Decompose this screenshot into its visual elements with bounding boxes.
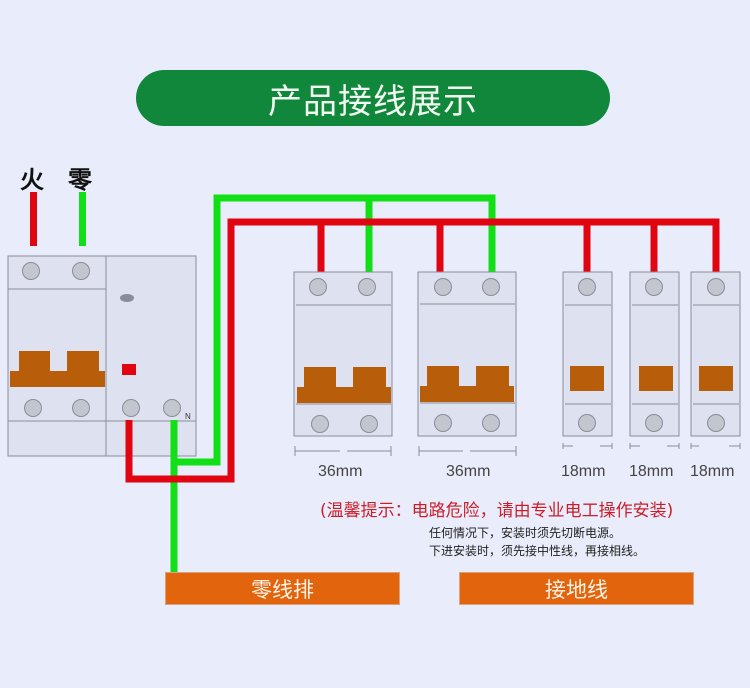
terminal: [22, 262, 40, 280]
terminal: [163, 399, 181, 417]
breaker-size-label: 36mm: [318, 463, 363, 480]
breaker-size-label: 18mm: [690, 463, 735, 480]
breaker-size-label: 18mm: [629, 463, 674, 480]
terminal: [72, 399, 90, 417]
terminal: [24, 399, 42, 417]
breaker-1p-3: [690, 271, 741, 449]
test-button-icon: [120, 294, 134, 302]
safety-note: 任何情况下，安装时须先切断电源。: [429, 526, 622, 540]
neutral-bar-label: 零线排: [251, 577, 314, 602]
ground-bar: 接地线: [459, 572, 694, 605]
neutral-source-label: 零: [68, 166, 92, 194]
breaker-2p-1: [293, 271, 393, 456]
breaker-2p-2: [417, 271, 517, 456]
safety-note: 下进安装时，须先接中性线，再接相线。: [429, 544, 646, 558]
main-breaker: [7, 255, 197, 457]
breaker-size-label: 36mm: [446, 463, 491, 480]
neutral-bar: 零线排: [165, 572, 400, 605]
live-source-label: 火: [20, 166, 44, 194]
terminal: [72, 262, 90, 280]
safety-warning: (温馨提示：电路危险，请由专业电工操作安装): [320, 501, 674, 521]
neutral-source-wire: [79, 192, 86, 246]
breaker-1p-2: [629, 271, 680, 449]
ground-bar-label: 接地线: [545, 577, 608, 602]
terminal: [122, 399, 140, 417]
n-terminal-label: N: [185, 412, 191, 421]
page-title: 产品接线展示: [268, 81, 478, 122]
breaker-size-label: 18mm: [561, 463, 606, 480]
breaker-1p-1: [562, 271, 613, 449]
title-banner: 产品接线展示: [136, 70, 610, 126]
indicator-light: [122, 364, 136, 375]
live-source-wire: [30, 192, 37, 246]
main-breaker-handle: [10, 351, 105, 387]
live-bus-wire: [125, 218, 720, 483]
